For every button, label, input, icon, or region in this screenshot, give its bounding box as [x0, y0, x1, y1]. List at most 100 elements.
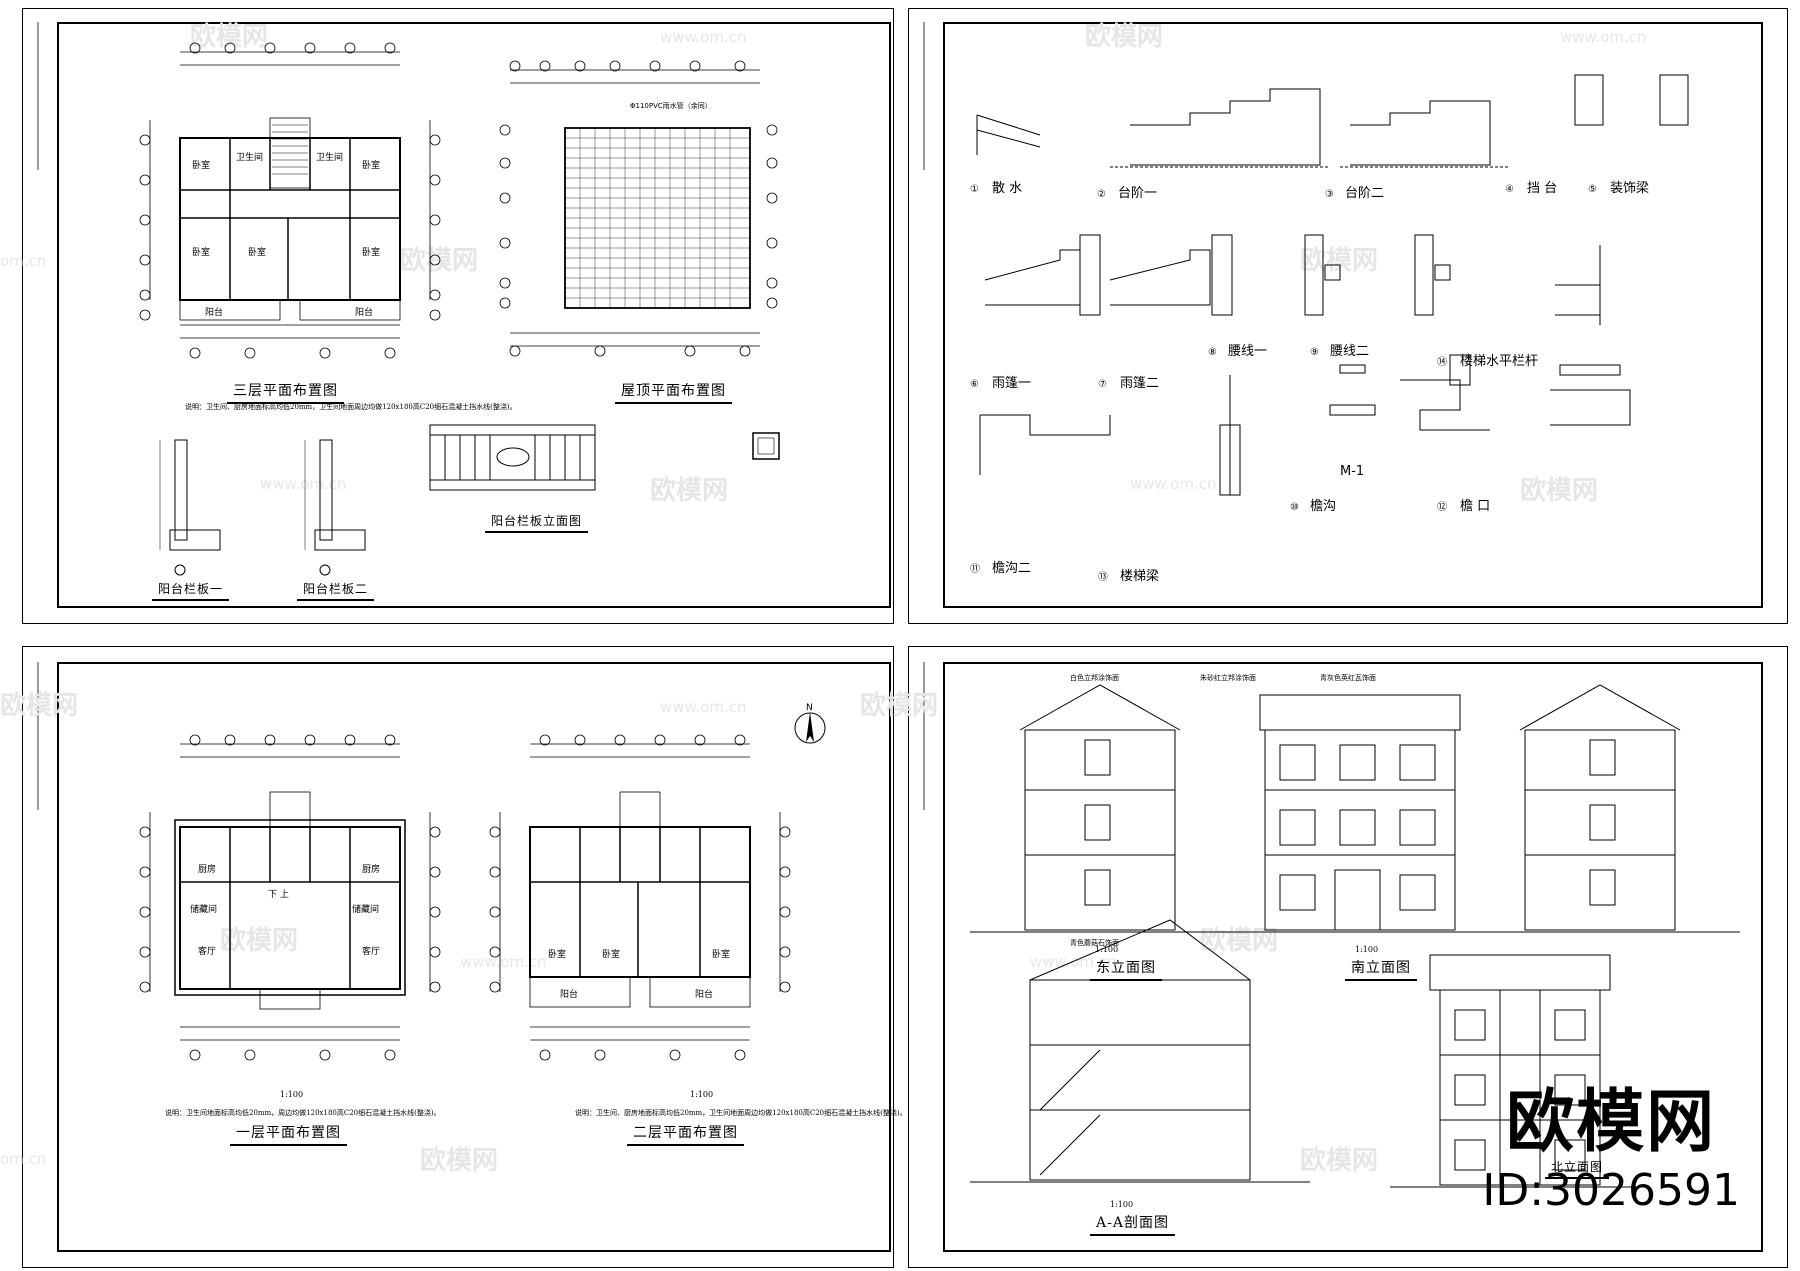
material-label: 朱砂红立邦涂饰面 — [1200, 673, 1256, 682]
sheet-top-left-border — [57, 22, 891, 608]
brand-logo-text: 欧模网 — [1506, 1083, 1717, 1162]
detail-title: 腰线一 — [1228, 344, 1267, 359]
watermark-url: www.om.cn — [1130, 475, 1217, 493]
watermark-brand: 欧模网 — [650, 476, 729, 506]
title-balcony-railing-1: 阳台栏板一 — [152, 580, 230, 601]
room-label: 厨房 — [198, 863, 216, 875]
railing-section-2 — [304, 439, 366, 576]
sheet-bottom-left — [22, 646, 894, 1268]
scale-first-floor: 1:100 — [280, 1090, 304, 1099]
detail-title: 装饰梁 — [1610, 181, 1649, 196]
watermark-brand: 欧模网 — [1200, 926, 1279, 956]
north-label: N — [806, 703, 813, 713]
watermark-brand: 欧模网 — [220, 926, 299, 956]
title-third-floor-plan: 三层平面布置图 — [227, 380, 344, 404]
title-roof-plan: 屋顶平面布置图 — [615, 380, 732, 404]
room-label: 卧室 — [602, 948, 620, 960]
detail-title: 散 水 — [992, 181, 1022, 196]
scale-south: 1:100 — [1355, 945, 1379, 954]
room-label: 下 上 — [268, 889, 289, 900]
room-label: 储藏间 — [352, 903, 379, 915]
detail-num: ⑨ — [1310, 347, 1319, 358]
note-second-floor: 说明：卫生间、厨房地面标高均低20mm，卫生间地面周边均做120x180高C20… — [575, 1109, 907, 1117]
detail-title: 挡 台 — [1527, 181, 1557, 196]
room-label: 阳台 — [355, 306, 373, 318]
sheet-bottom-left-border — [57, 662, 891, 1252]
room-label: 客厅 — [362, 945, 380, 957]
sheet-top-left — [22, 8, 894, 624]
scale-section: 1:100 — [1110, 1200, 1134, 1209]
detail-title: 腰线二 — [1330, 344, 1369, 359]
watermark-brand: 欧模网 — [190, 22, 269, 52]
room-label: 阳台 — [695, 988, 713, 1000]
room-label: 卧室 — [362, 246, 380, 258]
room-label: 卫生间 — [316, 151, 343, 163]
material-label: 青色蘑菇石饰面 — [1070, 938, 1119, 947]
detail-num: ③ — [1325, 189, 1334, 200]
construction-details: ① ② ③ ④ ⑤ ⑥ ⑦ ⑧ ⑨ ⑭ ⑪ ⑬ ⑩ ⑫ 散 水 台阶一 台阶二 … — [970, 74, 1689, 584]
detail-title: 楼梯梁 — [1120, 569, 1159, 584]
room-label: 阳台 — [560, 988, 578, 1000]
detail-num: ② — [1097, 189, 1106, 200]
third-floor-plan: 卧室 卫生间 卫生间 卧室 卧室 卧室 卧室 阳台 阳台 — [139, 42, 441, 359]
watermark-url: om.cn — [0, 1150, 47, 1168]
detail-title: M-1 — [1340, 464, 1364, 479]
watermark-brand: 欧模网 — [400, 246, 479, 276]
resource-id: ID:3026591 — [1482, 1165, 1740, 1216]
title-second-floor-plan: 二层平面布置图 — [627, 1122, 744, 1146]
sheet-bottom-right — [908, 646, 1788, 1268]
detail-num: ① — [970, 184, 979, 195]
title-south-elevation: 南立面图 — [1345, 957, 1417, 981]
watermark-brand: 欧模网 — [420, 1146, 499, 1176]
watermark-brand: 欧模网 — [1085, 22, 1164, 52]
detail-num: ⑭ — [1437, 356, 1447, 368]
room-label: 卧室 — [248, 246, 266, 258]
brand-logo: 欧模网 ID:3026591 — [1482, 1066, 1740, 1216]
detail-title: 檐沟二 — [992, 561, 1031, 576]
room-label: 卧室 — [712, 948, 730, 960]
note-first-floor: 说明：卫生间地面标高均低20mm，周边均做120x180高C20细石混凝土挡水线… — [165, 1109, 441, 1117]
watermark-url: om.cn — [0, 252, 47, 270]
scale-east: 1:100 — [1095, 945, 1119, 954]
material-label: 白色立邦涂饰面 — [1070, 673, 1119, 682]
material-label: 青灰色英红瓦饰面 — [1320, 673, 1376, 682]
watermark-brand: 欧模网 — [0, 691, 79, 721]
detail-num: ⑪ — [970, 563, 980, 575]
detail-num: ⑬ — [1098, 571, 1108, 583]
detail-num: ⑧ — [1208, 347, 1217, 358]
scale-second-floor: 1:100 — [690, 1090, 714, 1099]
detail-title: 台阶二 — [1345, 186, 1384, 201]
detail-title: 楼梯水平栏杆 — [1460, 354, 1538, 369]
title-balcony-railing-2: 阳台栏板二 — [297, 580, 375, 601]
room-label: 卫生间 — [236, 151, 263, 163]
detail-title: 雨篷二 — [1120, 376, 1159, 391]
room-label: 储藏间 — [190, 903, 217, 915]
roof-plan: Φ110PVC雨水管（余同） — [499, 60, 778, 357]
watermark-url: www.om.cn — [660, 28, 747, 46]
detail-num: ⑦ — [1098, 379, 1107, 390]
railing-section-1 — [159, 439, 221, 576]
north-arrow-icon: N — [794, 703, 826, 744]
title-balcony-railing-elevation: 阳台栏板立面图 — [485, 512, 589, 533]
title-east-elevation: 东立面图 — [1090, 957, 1162, 981]
watermark-brand: 欧模网 — [1520, 476, 1599, 506]
room-label: 卧室 — [548, 948, 566, 960]
room-label: 卧室 — [192, 246, 210, 258]
sheet-top-right — [908, 8, 1788, 624]
room-label: 阳台 — [205, 306, 223, 318]
watermark-brand: 欧模网 — [1300, 246, 1379, 276]
room-label: 客厅 — [198, 945, 216, 957]
detail-num: ④ — [1505, 184, 1514, 195]
detail-num: ⑫ — [1437, 501, 1447, 513]
watermark-url: www.om.cn — [460, 953, 547, 971]
sheet-bottom-right-border — [943, 662, 1763, 1252]
title-first-floor-plan: 一层平面布置图 — [230, 1122, 347, 1146]
room-label: 卧室 — [362, 159, 380, 171]
detail-num: ⑤ — [1588, 184, 1597, 195]
title-north-elevation: 北立面图 — [1545, 1158, 1610, 1179]
watermark-url: www.om.cn — [660, 698, 747, 716]
first-floor-plan: 厨房 厨房 储藏间 储藏间 客厅 客厅 下 上 — [139, 734, 441, 1061]
second-floor-plan: 卧室 卧室 卧室 阳台 阳台 — [489, 734, 791, 1061]
watermark-url: www.om.cn — [260, 475, 347, 493]
